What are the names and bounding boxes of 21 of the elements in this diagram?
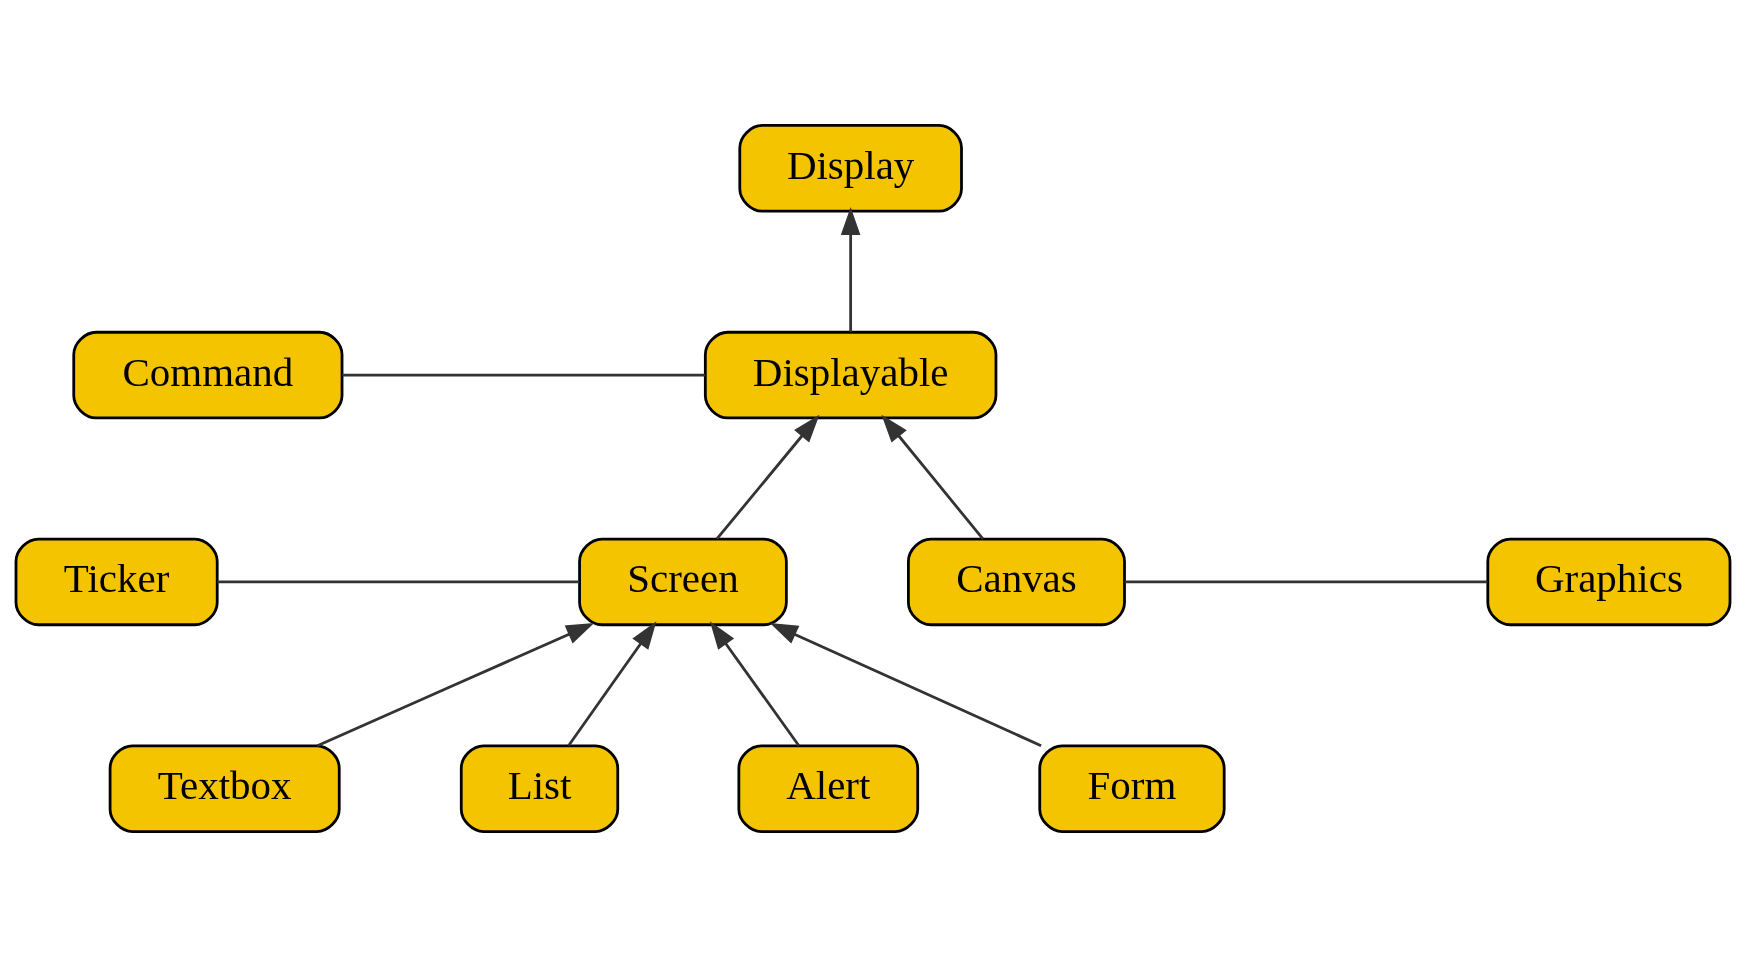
- node-box: Displayable: [703, 330, 998, 420]
- node-box: Ticker: [14, 537, 219, 627]
- connector: [217, 580, 580, 584]
- node-box: Textbox: [108, 744, 341, 833]
- arrow: [567, 621, 657, 747]
- arrow: [709, 621, 801, 747]
- node-box: Graphics: [1486, 537, 1732, 627]
- connector: [1124, 580, 1488, 584]
- arrow: [881, 414, 984, 540]
- node-box: Command: [72, 330, 344, 420]
- node-box: Form: [1038, 744, 1226, 833]
- arrow: [840, 206, 861, 333]
- node-box: Screen: [578, 537, 788, 627]
- arrow: [715, 414, 820, 540]
- connector: [342, 373, 706, 377]
- arrow: [769, 623, 1042, 747]
- arrow: [316, 623, 595, 747]
- node-box: Canvas: [907, 537, 1126, 627]
- node-box: List: [459, 744, 620, 833]
- node-box: Display: [738, 124, 963, 213]
- node-box: Alert: [737, 744, 920, 833]
